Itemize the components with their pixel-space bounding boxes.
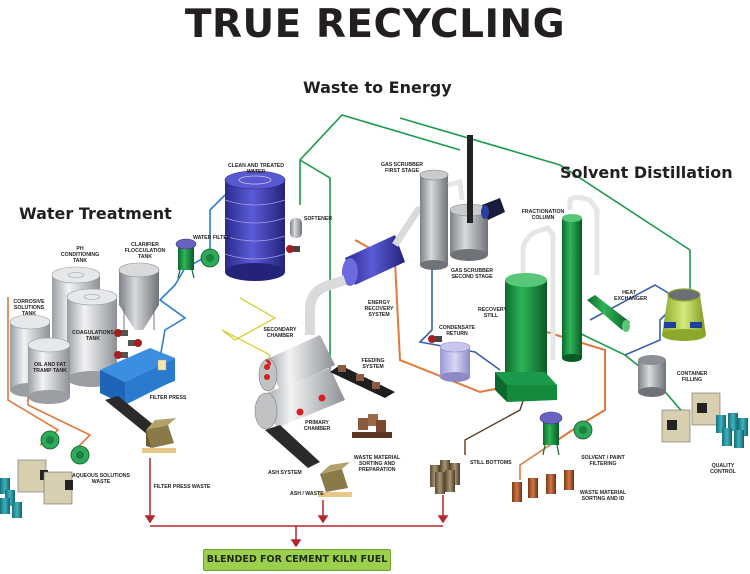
paint-filter [539,411,563,456]
pump-icon [40,430,60,450]
filter-press [100,348,175,405]
arrowhead [437,515,449,524]
label-ash-waste: ASH / WASTE [290,491,324,497]
arrowhead [317,515,329,524]
ash-conveyor [265,425,320,468]
ibc-tote [43,471,73,505]
energy-recovery-system [342,235,405,286]
section-solvent-distillation: Solvent Distillation [560,163,733,182]
label-water-filter: WATER FILTER [193,235,231,241]
box-icon [318,462,352,497]
page-title: TRUE RECYCLING [184,2,566,47]
duct-pipe [520,225,556,360]
water-line [99,194,226,379]
duct-pipe [567,195,600,275]
duct-pipe [305,275,347,335]
flow-arrows [144,458,449,548]
bottoms-line [464,394,526,455]
condensate-return-tank [439,341,471,382]
label-corrosive: CORROSIVE SOLUTIONS TANK [13,299,45,317]
valve-icons [114,329,142,359]
drum-cluster [0,478,22,518]
feeding-system [330,365,395,398]
label-waste-sorting-prep: WASTE MATERIAL SORTING AND PREPARATION [353,455,401,473]
pump-icon [70,445,90,465]
waste-to-energy-equipment [224,135,505,497]
label-ash-system: ASH SYSTEM [268,470,302,476]
primary-chamber [254,368,345,430]
solvent-line [539,329,606,446]
conveyor [105,396,160,435]
exhaust-stack [467,135,473,223]
label-quality-control: QUALITY CONTROL [710,463,736,475]
label-still-bottoms: STILL BOTTOMS [470,460,512,466]
cement-kiln-fuel-box: BLENDED FOR CEMENT KILN FUEL [203,549,391,571]
label-gas-scrubber-2: GAS SCRUBBER SECOND STAGE [450,268,494,280]
copper-drums [512,470,574,502]
label-filter-press: FILTER PRESS [149,395,187,401]
water-line [418,255,501,371]
heat-exchanger [587,295,630,332]
label-aqueous: AQUEOUS SOLUTIONS WASTE [72,473,130,485]
label-clarifier: CLARIFIER FLOCCULATION TANK [124,242,166,260]
clean-water-tank [224,170,286,281]
pump-icon [200,248,220,268]
energy-line [299,114,461,205]
solvent-distillation-equipment [428,195,748,502]
gas-scrubber-first-stage [419,169,449,270]
box-icon [142,418,176,453]
oil-fat-tramp-tank [27,337,71,404]
energy-line [299,159,331,380]
still-bottoms-drums [430,460,460,494]
duct-pipe [447,178,465,201]
fractionation-column [562,214,582,362]
label-primary-chamber: PRIMARY CHAMBER [303,420,331,432]
water-filter [175,238,197,279]
energy-line [399,117,691,300]
label-energy-recovery: ENERGY RECOVERY SYSTEM [364,300,394,318]
pallet-boxes [352,414,392,438]
pump-icon [573,420,593,440]
label-solvent-filtering: SOLVENT / PAINT FILTERING [581,455,625,467]
label-fractionation: FRACTIONATION COLUMN [521,209,565,221]
label-ph-tank: PH CONDITIONING TANK [60,246,100,264]
ibc-tote [691,392,721,426]
section-waste-to-energy: Waste to Energy [303,78,452,97]
container-filling-tank [638,355,666,397]
label-clean-water: CLEAN AND TREATED WATER [228,163,284,175]
secondary-chamber [258,335,335,392]
label-condensate-return: CONDENSATE RETURN [439,325,475,337]
pipe-lines [7,114,691,480]
clarifier-tank [118,262,160,330]
label-coagulations: COAGULATIONS TANK [72,330,114,342]
label-oil-fat: OIL AND FAT TRAMP TANK [33,362,67,374]
label-heat-exchanger: HEAT EXCHANGER [614,290,648,302]
label-secondary-chamber: SECONDARY CHAMBER [263,327,297,339]
label-feeding-system: FEEDING SYSTEM [361,358,385,370]
label-waste-sorting-id: WASTE MATERIAL SORTING AND ID [579,490,627,502]
ibc-tote [17,459,48,493]
recovery-still [495,273,557,402]
section-water-treatment: Water Treatment [19,204,172,223]
solvent-line [519,444,551,480]
label-recovery-still: RECOVERY STILL [478,307,507,319]
label-filter-press-waste: FILTER PRESS WASTE [153,484,211,490]
label-gas-scrubber-1: GAS SCRUBBER FIRST STAGE [380,162,424,174]
ibc-tote [661,409,691,443]
arrowhead [144,515,156,524]
water-treatment-equipment [0,238,220,518]
cooling-tower [662,288,706,341]
label-softener: SOFTENER [303,216,333,222]
drum-cluster [716,413,748,448]
label-container-filling: CONTAINER FILLING [676,371,708,383]
softener [286,218,302,253]
arrowhead [290,539,302,548]
valve-icon [428,335,442,343]
blower-fan [481,198,505,220]
